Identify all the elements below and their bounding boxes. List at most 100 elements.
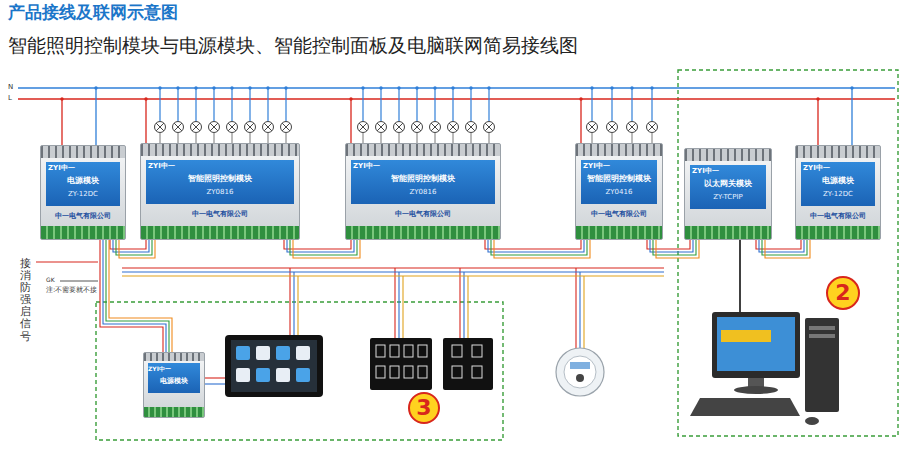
junction-dot xyxy=(397,86,400,89)
module-name: 以太网关模块 xyxy=(704,180,752,188)
output-wire xyxy=(160,133,161,143)
wire xyxy=(491,240,587,255)
panel-button xyxy=(418,345,427,357)
lamp-symbol xyxy=(173,122,184,133)
drive-slot xyxy=(809,326,835,330)
drop-wire xyxy=(575,268,576,348)
junction-dot xyxy=(650,86,653,89)
touch-screen xyxy=(225,335,323,397)
neutral-drop xyxy=(416,88,417,121)
lamp-cross xyxy=(359,123,367,131)
neutral-drop xyxy=(195,88,196,121)
lamp-cross xyxy=(608,123,616,131)
drop-wire xyxy=(297,276,298,335)
module-name: 电源模块 xyxy=(67,177,99,185)
lamp-cross xyxy=(282,123,290,131)
screen-icon xyxy=(236,368,250,382)
junction-dot xyxy=(248,86,251,89)
live-drop xyxy=(350,99,351,143)
neutral-drop xyxy=(285,88,286,121)
signal-wire xyxy=(60,281,98,282)
wire xyxy=(119,240,155,258)
gateway-module: ZYI中一以太网关模块ZY-TCPIP xyxy=(684,148,772,240)
model-number: ZY-12DC xyxy=(68,191,98,198)
wire xyxy=(103,240,166,352)
lamp-symbol xyxy=(394,122,405,133)
neutral-drop xyxy=(651,88,652,121)
lamp-cross xyxy=(377,123,385,131)
brand-logo: ZYI中一 xyxy=(583,163,610,170)
drop-wire xyxy=(398,272,399,338)
lamp-cross xyxy=(210,123,218,131)
lighting-control-module: ZYI中一智能照明控制模块ZY0416中一电气有限公司 xyxy=(575,143,663,240)
panel-button xyxy=(472,345,482,357)
wire xyxy=(293,240,360,258)
neutral-drop xyxy=(631,88,632,121)
wire xyxy=(488,240,584,252)
wire xyxy=(284,240,351,249)
output-wire xyxy=(489,133,490,143)
output-wire xyxy=(453,133,454,143)
junction-dot xyxy=(850,86,853,89)
module-name: 智能照明控制模块 xyxy=(188,175,252,183)
drop-wire xyxy=(394,268,395,338)
output-wire xyxy=(268,133,269,143)
drop-wire xyxy=(579,272,580,348)
output-wire xyxy=(196,133,197,143)
drop-wire xyxy=(463,272,464,338)
junction-dot xyxy=(579,97,582,100)
lamp-cross xyxy=(246,123,254,131)
lamp-cross xyxy=(413,123,421,131)
wire-bundle xyxy=(756,240,810,258)
panel-button xyxy=(452,366,462,378)
dashed-region xyxy=(678,70,898,436)
lamp-cross xyxy=(174,123,182,131)
module-name: 智能照明控制模块 xyxy=(391,175,455,183)
power-module: ZYI中一电源模块ZY-12DC中一电气有限公司 xyxy=(40,145,126,240)
company-name: 中一电气有限公司 xyxy=(192,211,248,218)
power-module: ZYI中一电源模块 xyxy=(143,352,205,418)
lamp-cross xyxy=(648,123,656,131)
panel-wire xyxy=(205,377,225,378)
lamp-symbol xyxy=(647,122,658,133)
lamp-cross xyxy=(228,123,236,131)
junction-dot xyxy=(176,86,179,89)
mouse xyxy=(805,417,819,425)
neutral-drop xyxy=(452,88,453,121)
junction-dot xyxy=(433,86,436,89)
live-drop xyxy=(817,99,818,145)
output-wire xyxy=(632,133,633,143)
callout-circle: 2 xyxy=(826,276,860,310)
live-line xyxy=(18,98,895,99)
live-drop xyxy=(61,99,62,145)
lamp-cross xyxy=(413,123,421,131)
lamp-cross xyxy=(588,123,596,131)
output-wire xyxy=(417,133,418,143)
lamp-symbol xyxy=(587,122,598,133)
output-wire xyxy=(435,133,436,143)
drop-wire xyxy=(583,276,584,348)
brand-logo: ZYI中一 xyxy=(692,168,719,175)
wire xyxy=(485,240,581,249)
drop-wire xyxy=(289,268,290,335)
wire-bundle xyxy=(284,240,360,258)
wire-bundle xyxy=(485,240,590,258)
neutral-drop xyxy=(95,88,96,145)
company-name: 中一电气有限公司 xyxy=(810,213,866,220)
neutral-drop xyxy=(267,88,268,121)
neutral-drop xyxy=(434,88,435,121)
panel-button xyxy=(452,345,462,357)
note-text: 注:不需要就不接 xyxy=(46,287,97,294)
model-number: ZY0816 xyxy=(207,189,234,196)
junction-dot xyxy=(610,86,613,89)
lamp-cross xyxy=(156,123,164,131)
callout-number: 3 xyxy=(416,397,431,419)
lamp-cross xyxy=(628,123,636,131)
junction-dot xyxy=(212,86,215,89)
output-wire xyxy=(232,133,233,143)
output-wire xyxy=(214,133,215,143)
company-name: 中一电气有限公司 xyxy=(55,213,111,220)
neutral-drop xyxy=(488,88,489,121)
junction-dot xyxy=(194,86,197,89)
monitor-screen xyxy=(717,317,795,371)
